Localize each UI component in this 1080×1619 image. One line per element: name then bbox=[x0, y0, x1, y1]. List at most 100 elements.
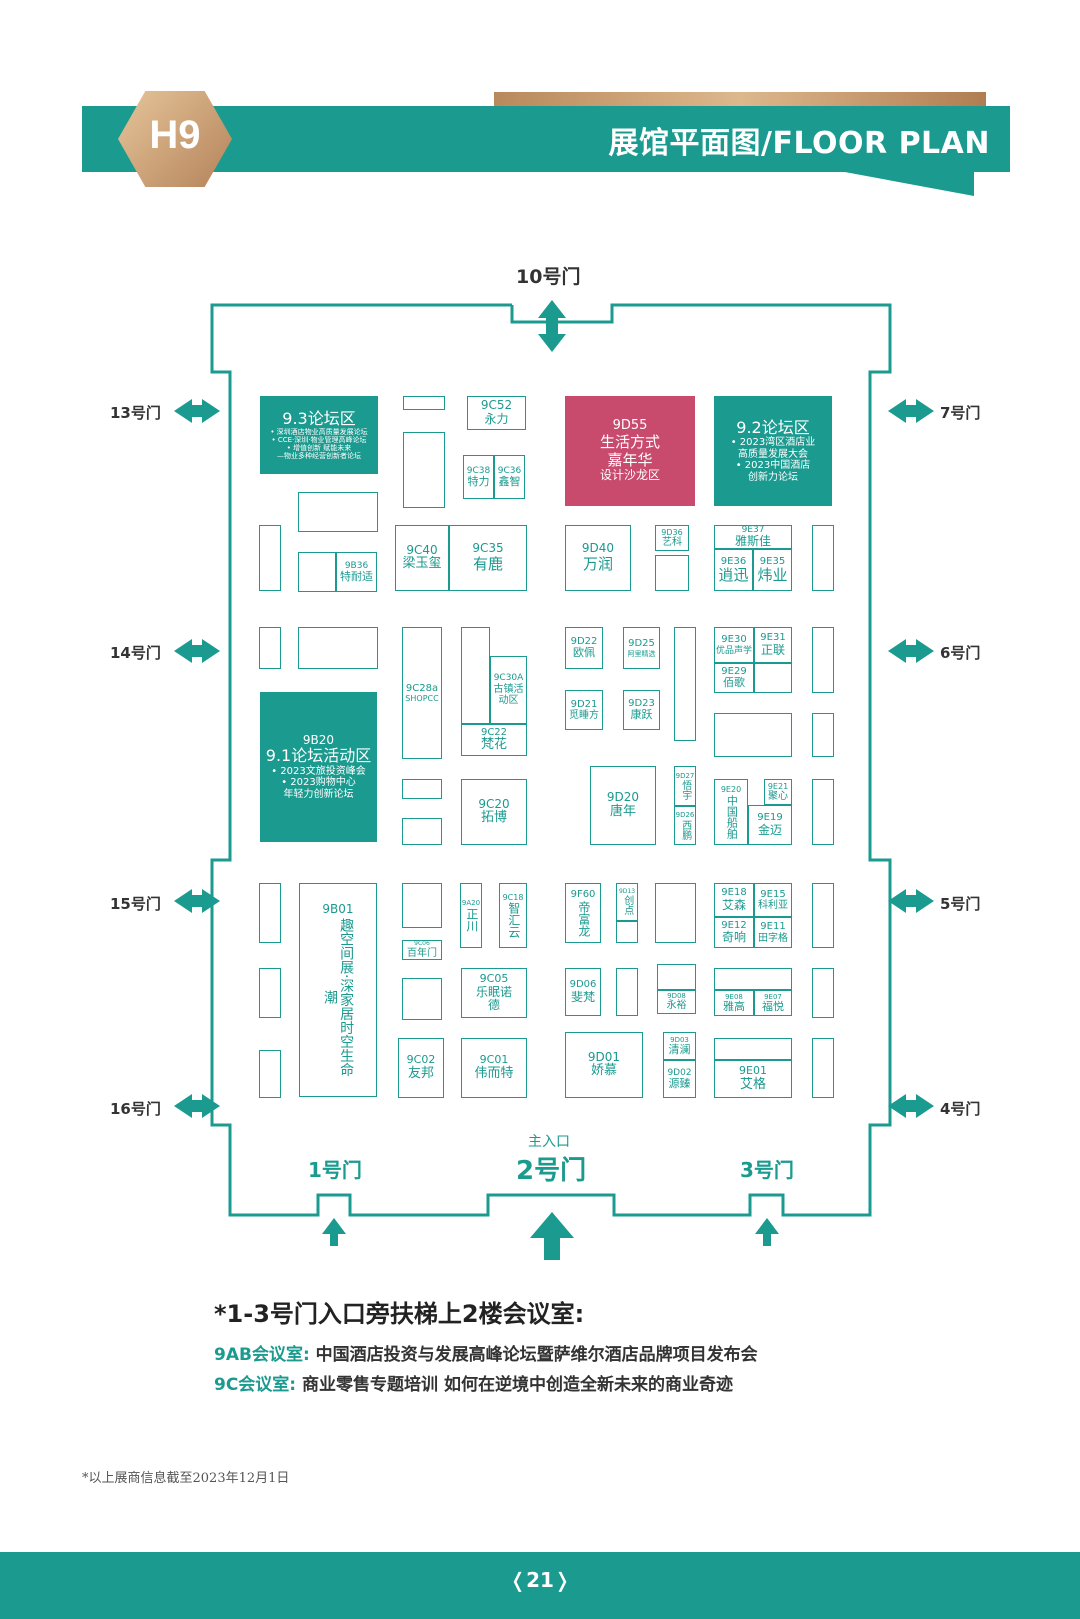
minor-booth bbox=[616, 968, 638, 1016]
minor-booth bbox=[403, 396, 445, 410]
minor-booth bbox=[812, 968, 834, 1018]
gate-6-label: 6号门 bbox=[940, 644, 981, 662]
minor-booth bbox=[657, 964, 696, 990]
booth-code: 9E15 bbox=[760, 888, 786, 900]
booth-name: 友邦 bbox=[407, 1065, 434, 1081]
forum-zone-9-3: 9.3论坛区 • 深圳酒店物业高质量发展论坛 • CCE·深圳·物业管理高峰论坛… bbox=[260, 396, 378, 474]
booth-code: 9C36 bbox=[497, 465, 522, 476]
booth-name: 阿里精选 bbox=[627, 649, 656, 658]
booth-code: 9C40 bbox=[406, 542, 438, 557]
zone-item: • 2023购物中心 bbox=[281, 777, 356, 789]
booth-name: 清澜 bbox=[668, 1042, 691, 1056]
gate-10-label: 10号门 bbox=[516, 266, 581, 288]
gate-15-label: 15号门 bbox=[110, 895, 161, 913]
booth-name: 西鹏 bbox=[679, 819, 691, 840]
zone-title: 9.3论坛区 bbox=[282, 408, 356, 428]
booth-code: 9E12 bbox=[721, 919, 747, 931]
booth-code: 9E20 bbox=[720, 785, 742, 795]
booth-code: 9B20 bbox=[302, 732, 335, 747]
gate-16-label: 16号门 bbox=[110, 1100, 161, 1118]
booth-code: 9D01 bbox=[587, 1049, 621, 1064]
zone-line: 设计沙龙区 bbox=[599, 467, 660, 482]
booth-name: 欧佩 bbox=[573, 646, 595, 660]
minor-booth bbox=[714, 1038, 792, 1060]
minor-booth bbox=[403, 432, 445, 508]
gate-4-label: 4号门 bbox=[940, 1100, 981, 1118]
booth-name: 源臻 bbox=[668, 1076, 691, 1090]
minor-booth bbox=[655, 555, 689, 591]
booth-name: 特力 bbox=[467, 474, 490, 488]
minor-booth bbox=[754, 663, 792, 693]
header-tail bbox=[834, 170, 974, 196]
booth-code: 9D55 bbox=[612, 418, 648, 434]
gate-3-label: 3号门 bbox=[740, 1158, 794, 1182]
booth-code: 9E18 bbox=[721, 887, 747, 899]
booth-name: 奇响 bbox=[721, 930, 746, 945]
minor-booth bbox=[461, 627, 490, 724]
booth-code: 9E21 bbox=[767, 781, 789, 791]
booth-code: 9C20 bbox=[478, 796, 510, 811]
booth-name: 古镇活动区 bbox=[493, 683, 524, 707]
booth-name: 百年门 bbox=[407, 947, 437, 959]
meeting-room-heading: *1-3号门入口旁扶梯上2楼会议室: bbox=[214, 1300, 585, 1328]
footer-band bbox=[0, 1552, 1080, 1619]
zone-line: 生活方式 bbox=[599, 433, 660, 452]
booth-code: 9B36 bbox=[344, 560, 369, 571]
minor-booth bbox=[259, 968, 281, 1018]
booth-code: 9E29 bbox=[721, 665, 747, 677]
gate-7-label: 7号门 bbox=[940, 404, 981, 422]
minor-booth bbox=[402, 779, 442, 799]
booth-code: 9F60 bbox=[570, 889, 596, 901]
booth-code: 9D22 bbox=[570, 635, 598, 647]
booth-name: 康跃 bbox=[630, 708, 653, 722]
booth-code: 9D40 bbox=[581, 541, 615, 556]
booth-name: 特耐适 bbox=[340, 569, 373, 583]
booth-name: 田字格 bbox=[758, 932, 788, 944]
booth-code: 9D08 bbox=[667, 992, 686, 1001]
booth-code: 9E31 bbox=[760, 632, 786, 644]
booth-name: 佰歌 bbox=[723, 676, 745, 690]
booth-name: 逍迅 bbox=[718, 566, 749, 585]
booth-code: 9C52 bbox=[480, 398, 513, 413]
booth-code: 9E07 bbox=[764, 992, 782, 1001]
zone-item: 年轻力创新论坛 bbox=[283, 788, 354, 800]
header-band bbox=[82, 106, 1010, 172]
page-number: ❬21❭ bbox=[0, 1568, 1080, 1592]
booth-name: 伟而特 bbox=[474, 1065, 514, 1081]
page-title: 展馆平面图/FLOOR PLAN bbox=[608, 126, 990, 161]
meeting-room-key: 9C会议室: bbox=[214, 1375, 297, 1395]
booth-name: 永力 bbox=[484, 412, 509, 426]
zone-item: • 2023湾区酒店业 bbox=[730, 437, 816, 449]
booth-name: 觅睡方 bbox=[569, 710, 599, 721]
booth-code: 9A20 bbox=[461, 899, 481, 908]
minor-booth bbox=[714, 968, 792, 990]
booth-name: 永裕 bbox=[666, 1000, 687, 1012]
chevron-left-icon: ❬ bbox=[509, 1568, 527, 1592]
minor-booth bbox=[259, 627, 281, 669]
booth-code: 9D21 bbox=[570, 698, 598, 710]
booth-name: 炜业 bbox=[757, 566, 788, 585]
booth-code: 9D13 bbox=[618, 887, 636, 895]
